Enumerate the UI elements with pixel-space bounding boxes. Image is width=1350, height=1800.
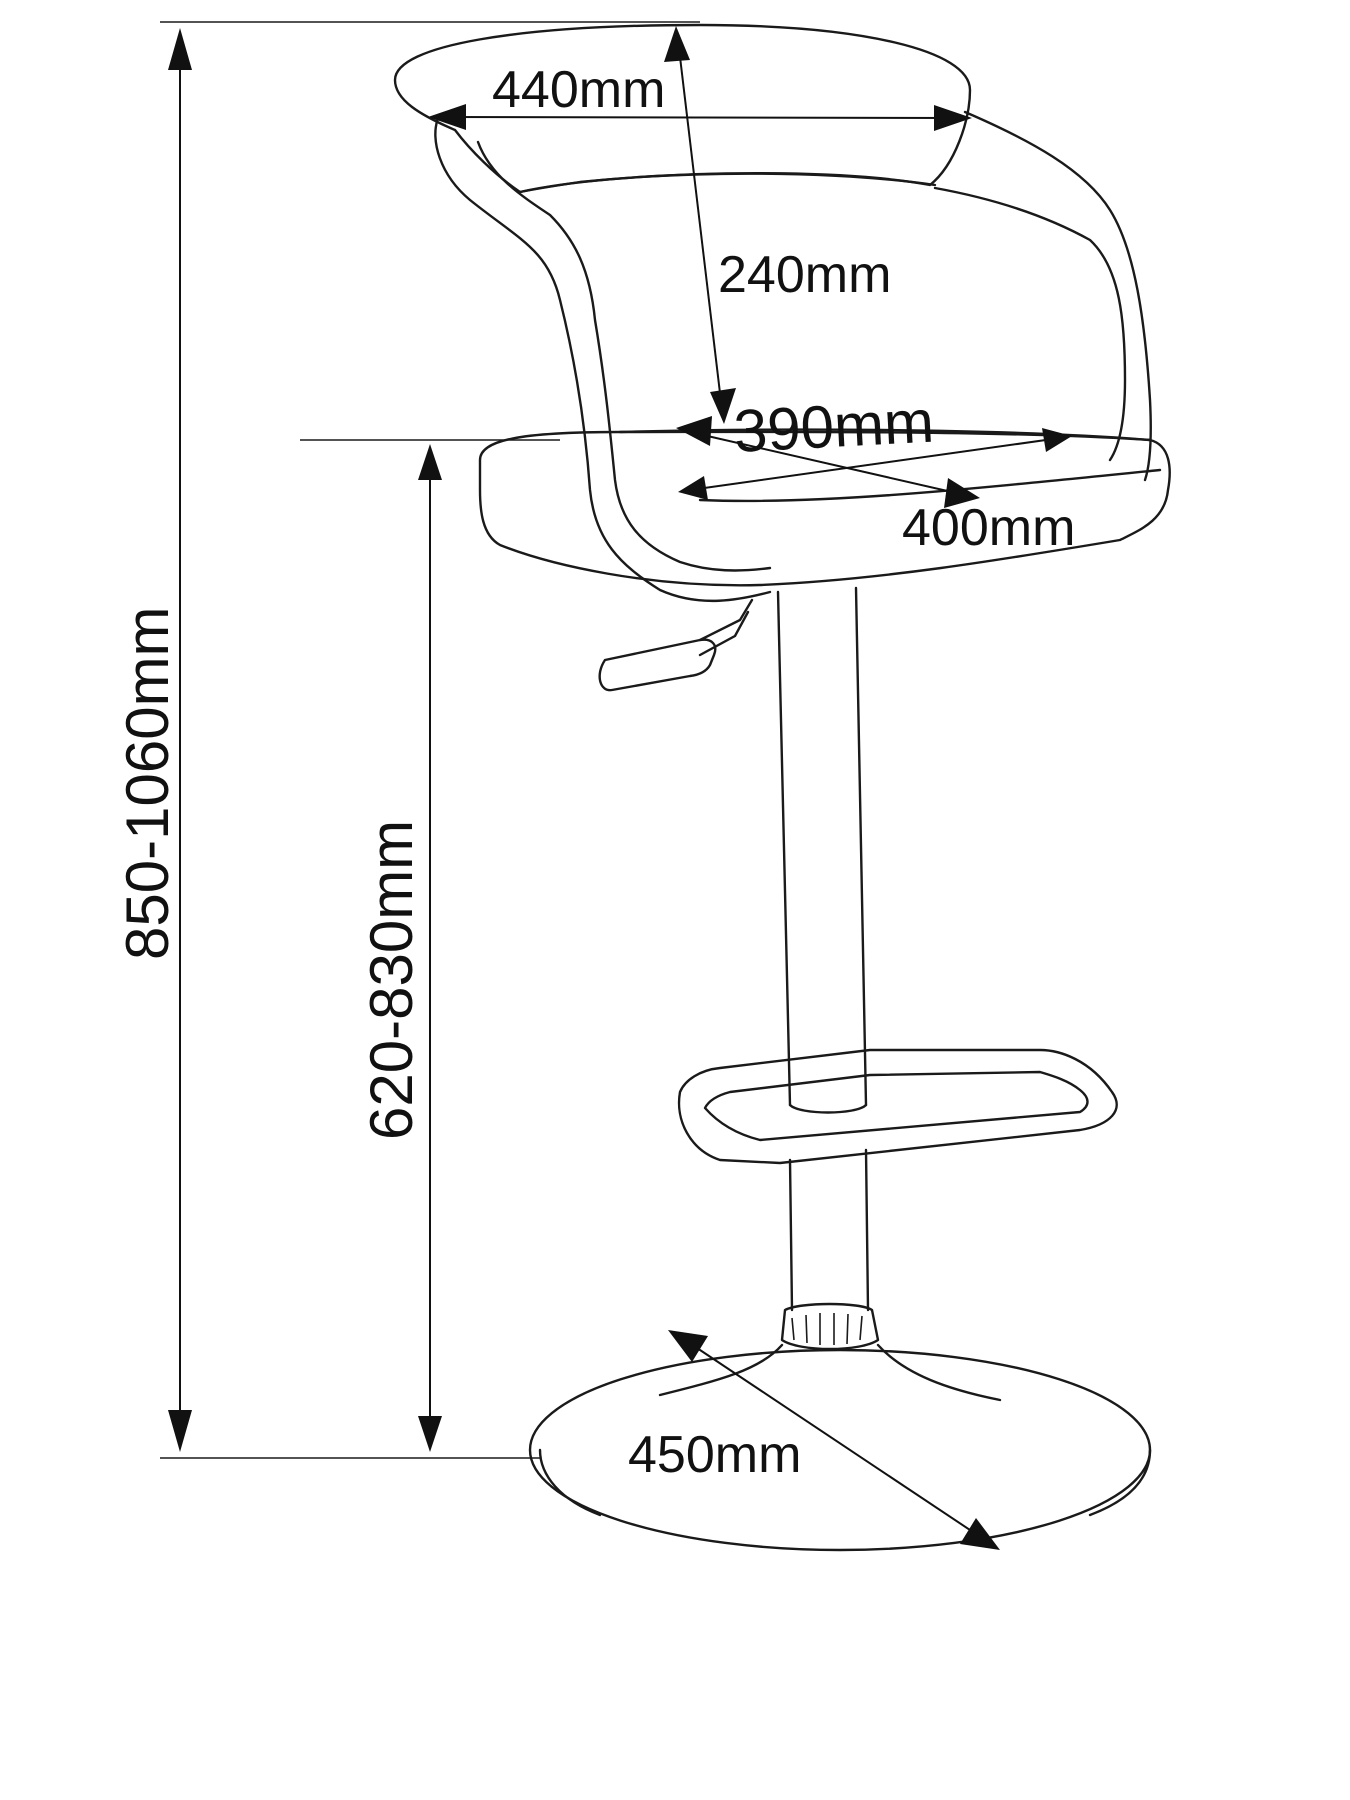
seat-depth-label: 400mm xyxy=(902,499,1075,557)
arrow-left-icon xyxy=(428,104,466,130)
right-armrest-tube xyxy=(963,110,1152,482)
arrow-right-icon xyxy=(944,478,980,508)
arrow-up-icon xyxy=(418,444,442,480)
back-height-dim-line xyxy=(677,39,723,411)
base-diameter-label: 450mm xyxy=(628,1426,801,1484)
dimension-lines xyxy=(160,21,1072,1550)
back-width-dim-line xyxy=(439,116,961,119)
back-width-label: 440mm xyxy=(492,61,665,119)
base-plate xyxy=(528,1348,1152,1552)
arrow-left-icon xyxy=(678,476,708,500)
arrow-up-icon xyxy=(664,26,690,62)
arrow-left-icon xyxy=(676,416,712,446)
gas-lift-column xyxy=(776,586,868,1107)
arrow-down-icon xyxy=(168,1410,192,1452)
left-armrest-tube xyxy=(434,116,772,603)
arrow-right-icon xyxy=(934,105,972,131)
arrow-down-icon xyxy=(710,388,736,424)
arrow-right-icon xyxy=(1042,428,1072,452)
arrow-up-left-icon xyxy=(668,1330,708,1362)
back-height-label: 240mm xyxy=(718,246,891,304)
arrow-up-icon xyxy=(168,28,192,70)
overall-height-label: 850-1060mm xyxy=(114,606,181,960)
arrow-down-icon xyxy=(418,1416,442,1452)
column-collar xyxy=(780,1302,880,1351)
seat-width-dim-line xyxy=(689,437,1061,491)
stool-drawing xyxy=(393,23,1171,1552)
arrow-down-right-icon xyxy=(960,1518,1000,1550)
seat-height-label: 620-830mm xyxy=(358,820,425,1140)
seat-width-label: 390mm xyxy=(732,388,935,465)
gas-lift-lever xyxy=(598,638,717,692)
footrest-ring xyxy=(677,1048,1118,1165)
base-diameter-dim-line xyxy=(681,1337,986,1541)
seat-depth-dim-line xyxy=(689,431,966,496)
dimension-labels: 440mm 240mm 390mm 400mm 450mm 850-1060mm… xyxy=(114,61,1075,1484)
